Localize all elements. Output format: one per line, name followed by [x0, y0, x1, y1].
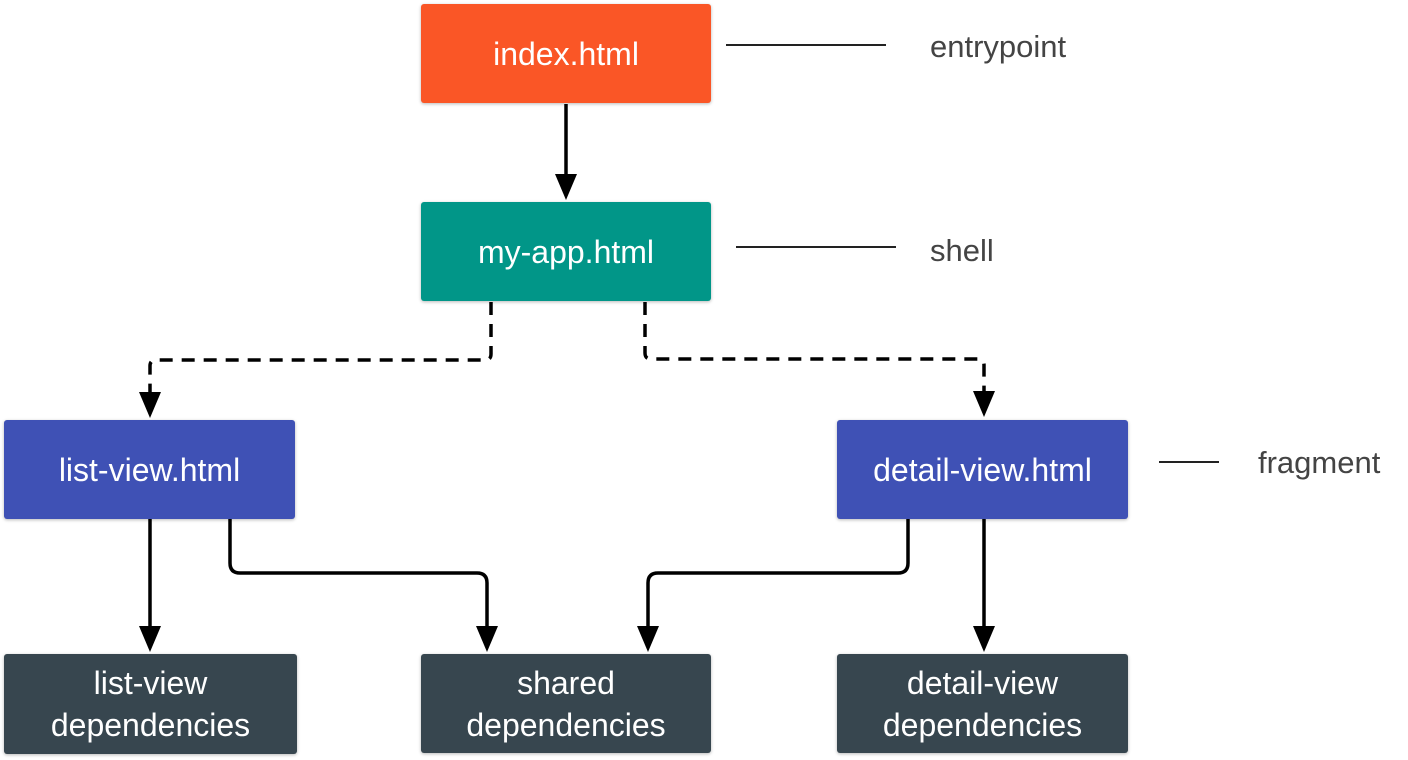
shared-dependencies-line1: shared: [517, 664, 615, 701]
detail-view-dependencies-line1: detail-view: [906, 664, 1059, 701]
list-view-html-label: list-view.html: [58, 451, 241, 488]
list-view-dependencies-line2: dependencies: [50, 707, 251, 743]
arrowhead: [973, 391, 995, 417]
detail-view-dependencies-node: detail-view dependencies: [837, 654, 1128, 753]
edge-detail-view-to-shared-deps: [646, 519, 910, 628]
index-html-label: index.html: [493, 35, 639, 72]
index-html-node: index.html: [421, 4, 711, 103]
legend-line-fragment: [1159, 461, 1219, 463]
detail-view-dependencies-line2: dependencies: [882, 706, 1083, 743]
detail-view-html-node: detail-view.html: [837, 420, 1128, 519]
legend-entrypoint: entrypoint: [930, 29, 1067, 64]
legend-shell: shell: [930, 233, 994, 268]
list-view-html-node: list-view.html: [4, 420, 295, 519]
edge-my-app-to-list-view: [148, 302, 493, 394]
legend-fragment: fragment: [1258, 445, 1381, 480]
shared-dependencies-line2: dependencies: [466, 706, 666, 743]
arrowhead: [139, 392, 161, 418]
my-app-html-label: my-app.html: [477, 233, 655, 270]
list-view-dependencies-node: list-view dependencies: [4, 654, 297, 754]
arrowhead: [637, 626, 659, 652]
shared-dependencies-node: shared dependencies: [421, 654, 711, 753]
my-app-html-node: my-app.html: [421, 202, 711, 301]
arrowhead: [139, 626, 161, 652]
arrowhead: [973, 626, 995, 652]
edge-list-view-to-shared-deps: [228, 519, 489, 628]
arrowhead: [555, 174, 577, 200]
edge-my-app-to-detail-view: [643, 302, 986, 393]
arrowhead: [476, 626, 498, 652]
legend-line-entrypoint: [726, 44, 886, 46]
list-view-dependencies-line1: list-view: [93, 665, 208, 701]
legend-line-shell: [736, 246, 896, 248]
detail-view-html-label: detail-view.html: [873, 451, 1092, 488]
